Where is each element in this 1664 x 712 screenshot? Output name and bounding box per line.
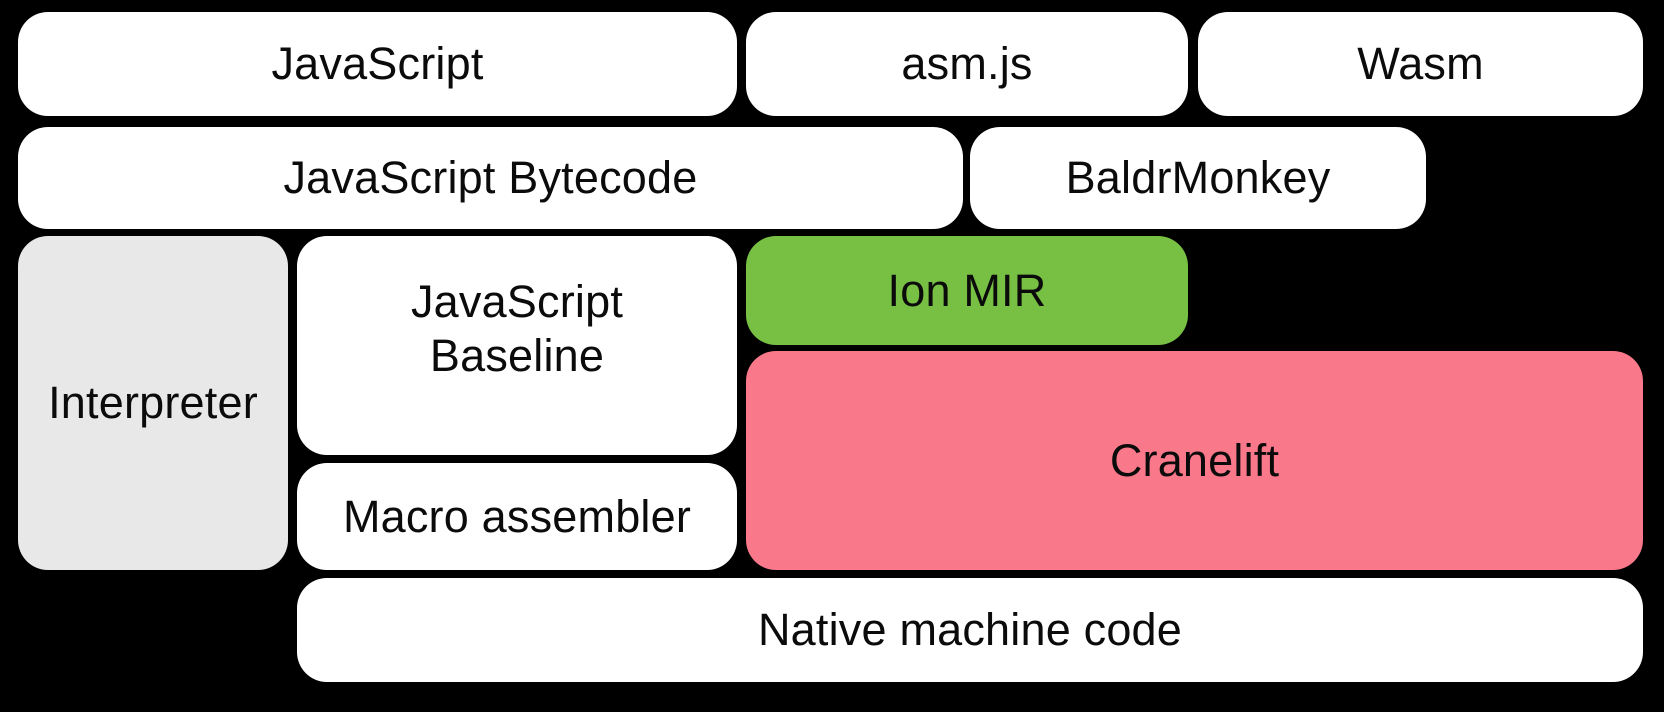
box-native-machine-code-label: Native machine code	[757, 604, 1183, 656]
box-asmjs: asm.js	[746, 12, 1188, 116]
box-macro-assembler-label: Macro assembler	[342, 490, 692, 542]
box-native-machine-code: Native machine code	[297, 578, 1643, 682]
box-javascript-baseline: JavaScript Baseline	[297, 236, 737, 455]
box-wasm-label: Wasm	[1357, 38, 1484, 90]
box-interpreter-label: Interpreter	[48, 377, 258, 429]
box-ion-mir-label: Ion MIR	[887, 264, 1047, 316]
box-baldrmonkey: BaldrMonkey	[970, 127, 1426, 229]
box-cranelift: Cranelift	[746, 351, 1643, 570]
box-macro-assembler: Macro assembler	[297, 463, 737, 570]
box-javascript-bytecode-label: JavaScript Bytecode	[283, 152, 698, 204]
box-baldrmonkey-label: BaldrMonkey	[1065, 152, 1331, 204]
box-interpreter: Interpreter	[18, 236, 288, 570]
box-asmjs-label: asm.js	[901, 38, 1033, 90]
box-javascript-bytecode: JavaScript Bytecode	[18, 127, 963, 229]
box-javascript: JavaScript	[18, 12, 737, 116]
box-ion-mir: Ion MIR	[746, 236, 1188, 345]
box-javascript-label: JavaScript	[271, 38, 484, 90]
box-wasm: Wasm	[1198, 12, 1643, 116]
box-cranelift-label: Cranelift	[1109, 434, 1280, 486]
box-javascript-baseline-label: JavaScript Baseline	[410, 276, 624, 381]
